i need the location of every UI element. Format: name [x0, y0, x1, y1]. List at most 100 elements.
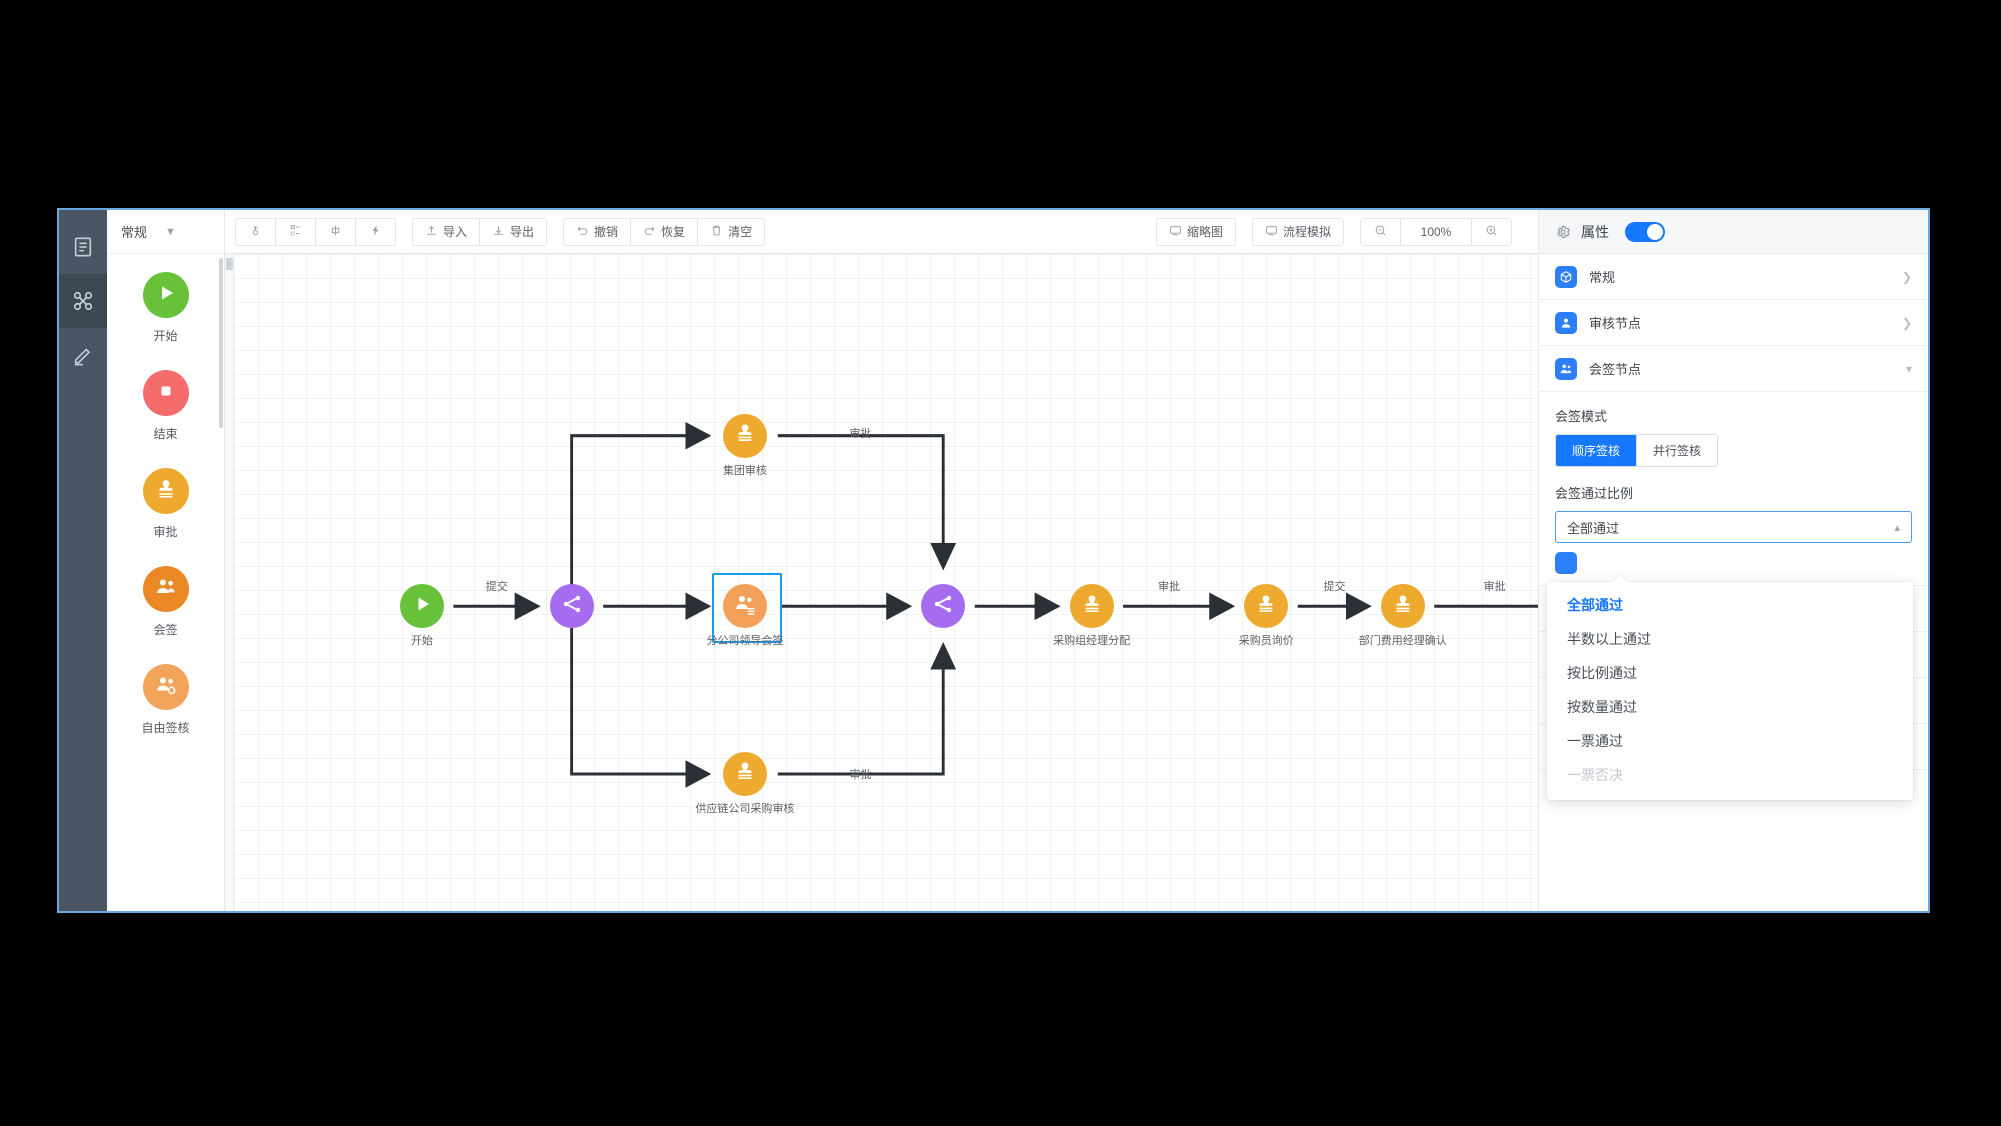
node-palette: 常规 ▼ 开始 结束: [107, 210, 225, 911]
zoom-out-button[interactable]: [1361, 218, 1401, 245]
dropdown-option-one-vote-veto: 一票否决: [1567, 767, 1623, 783]
align-center-icon: [329, 224, 342, 240]
palette-item-start[interactable]: 开始: [107, 272, 224, 344]
flow-node-label: 部门费用经理确认: [1358, 635, 1447, 648]
undo-button[interactable]: 撤销: [564, 218, 632, 245]
zoom-level-value: 100%: [1420, 224, 1452, 239]
pass-ratio-select[interactable]: 全部通过 ▴: [1555, 511, 1912, 543]
properties-title: 属性: [1581, 223, 1609, 240]
edge-label: 审批: [849, 768, 872, 781]
palette-item-approve[interactable]: 审批: [107, 468, 224, 540]
edge-label: 提交: [1323, 581, 1346, 594]
flow-node-group-review[interactable]: 集团审核: [722, 413, 767, 477]
dropdown-option-majority-pass[interactable]: 半数以上通过: [1567, 631, 1651, 647]
toolbar-right: 缩略图 流程模拟: [1155, 217, 1528, 246]
stop-icon: [154, 379, 178, 408]
toolbar: 导入 导出: [225, 210, 1538, 254]
sidebar-item-node-panel[interactable]: [59, 274, 107, 328]
prop-section-review-node[interactable]: 审核节点 ❯: [1539, 300, 1928, 346]
palette-item-countersign[interactable]: 会签: [107, 566, 224, 638]
flow-node-dept-cost-confirm[interactable]: 部门费用经理确认: [1359, 584, 1447, 647]
chevron-down-icon: ▼: [165, 225, 176, 238]
palette-item-end[interactable]: 结束: [107, 370, 224, 442]
palette-item-list: 开始 结束: [107, 254, 224, 911]
countersign-settings: 会签模式 顺序签核 并行签核 会签通过比例 全部通过 ▴: [1539, 392, 1928, 543]
flow-node-supply-review[interactable]: 供应链公司采购审核: [695, 751, 794, 815]
chevron-down-icon: ▾: [1905, 361, 1912, 376]
flow-node-gateway-1[interactable]: [549, 584, 594, 629]
flow-node-branch-countersign[interactable]: 分公司领导会签: [706, 573, 783, 647]
placeholder-icon: [1555, 551, 1577, 574]
align-center-button[interactable]: [316, 218, 356, 245]
toolbar-group-minimap: 缩略图: [1155, 217, 1236, 246]
prop-section-general[interactable]: 常规 ❯: [1539, 254, 1928, 300]
countersign-mode-parallel[interactable]: 并行签核: [1637, 435, 1718, 466]
group-icon: [1555, 357, 1577, 380]
export-label: 导出: [510, 225, 535, 239]
import-label: 导入: [443, 225, 468, 239]
simulate-button[interactable]: 流程模拟: [1252, 218, 1343, 245]
toolbar-group-io: 导入 导出: [412, 217, 548, 246]
flow-canvas[interactable]: 开始: [225, 254, 1538, 911]
group-icon: [154, 575, 178, 604]
import-button[interactable]: 导入: [413, 218, 481, 245]
dropdown-option-count-pass[interactable]: 按数量通过: [1567, 699, 1637, 715]
canvas-vertical-ruler[interactable]: [225, 254, 234, 911]
workflow-designer-window: 常规 ▼ 开始 结束: [57, 208, 1930, 913]
properties-toggle[interactable]: [1625, 221, 1665, 242]
edge-label: 审批: [849, 427, 872, 440]
stamp-icon: [1254, 592, 1278, 621]
palette-scrollbar[interactable]: [219, 258, 223, 428]
redo-button[interactable]: 恢复: [631, 218, 699, 245]
flow-node-buyer-quote[interactable]: 采购员询价: [1239, 584, 1294, 647]
countersign-mode-sequential[interactable]: 顺序签核: [1556, 435, 1638, 466]
export-icon: [492, 224, 505, 240]
simulate-label: 流程模拟: [1282, 225, 1331, 239]
edge-label: 提交: [485, 581, 508, 594]
palette-item-label: 会签: [153, 623, 178, 637]
left-icon-rail: [59, 210, 107, 911]
zoom-in-icon: [1485, 224, 1498, 240]
chevron-right-icon: ❯: [1901, 269, 1912, 284]
redo-label: 恢复: [661, 225, 686, 239]
toolbar-group-zoom: 100%: [1360, 217, 1512, 246]
palette-group-label: 常规: [121, 225, 148, 240]
sidebar-item-form-panel[interactable]: [59, 220, 107, 274]
palette-group-header[interactable]: 常规 ▼: [107, 210, 224, 254]
branch-icon: [931, 592, 955, 621]
cube-icon: [1555, 265, 1577, 288]
group-list-icon: [733, 592, 757, 621]
align-icon-button[interactable]: [236, 218, 276, 245]
toolbar-group-simulate: 流程模拟: [1251, 217, 1344, 246]
toolbar-group-history: 撤销 恢复 清空: [563, 217, 766, 246]
sidebar-item-draw-panel[interactable]: [59, 328, 107, 382]
lightning-button[interactable]: [356, 218, 395, 245]
dropdown-option-all-pass[interactable]: 全部通过: [1567, 597, 1623, 613]
prop-section-countersign-node[interactable]: 会签节点 ▾: [1539, 346, 1928, 392]
minimap-label: 缩略图: [1186, 225, 1223, 239]
flow-node-gateway-2[interactable]: [921, 584, 966, 629]
flow-diagram: 开始: [225, 254, 1538, 911]
palette-item-free-sign[interactable]: 自由签核: [107, 664, 224, 736]
edge-label: 审批: [1158, 581, 1181, 594]
dropdown-option-ratio-pass[interactable]: 按比例通过: [1567, 665, 1637, 681]
flow-node-label: 集团审核: [722, 464, 767, 477]
tree-icon: [289, 224, 302, 240]
export-button[interactable]: 导出: [480, 218, 547, 245]
zoom-in-button[interactable]: [1472, 218, 1511, 245]
flow-node-label: 采购组经理分配: [1053, 635, 1131, 648]
dropdown-option-one-vote-pass[interactable]: 一票通过: [1567, 733, 1623, 749]
clear-button[interactable]: 清空: [698, 218, 765, 245]
palette-item-label: 结束: [153, 427, 178, 441]
flow-node-purchase-assign[interactable]: 采购组经理分配: [1053, 584, 1130, 647]
user-icon: [1555, 311, 1577, 334]
pen-icon: [72, 344, 94, 366]
ruler-handle[interactable]: [226, 258, 233, 270]
tree-layout-button[interactable]: [276, 218, 316, 245]
document-icon: [72, 236, 94, 258]
flow-node-start[interactable]: 开始: [399, 584, 444, 647]
minimap-button[interactable]: 缩略图: [1156, 218, 1235, 245]
zoom-level-display[interactable]: 100%: [1401, 218, 1472, 245]
stamp-icon: [1391, 592, 1415, 621]
flow-node-label: 供应链公司采购审核: [695, 802, 795, 815]
